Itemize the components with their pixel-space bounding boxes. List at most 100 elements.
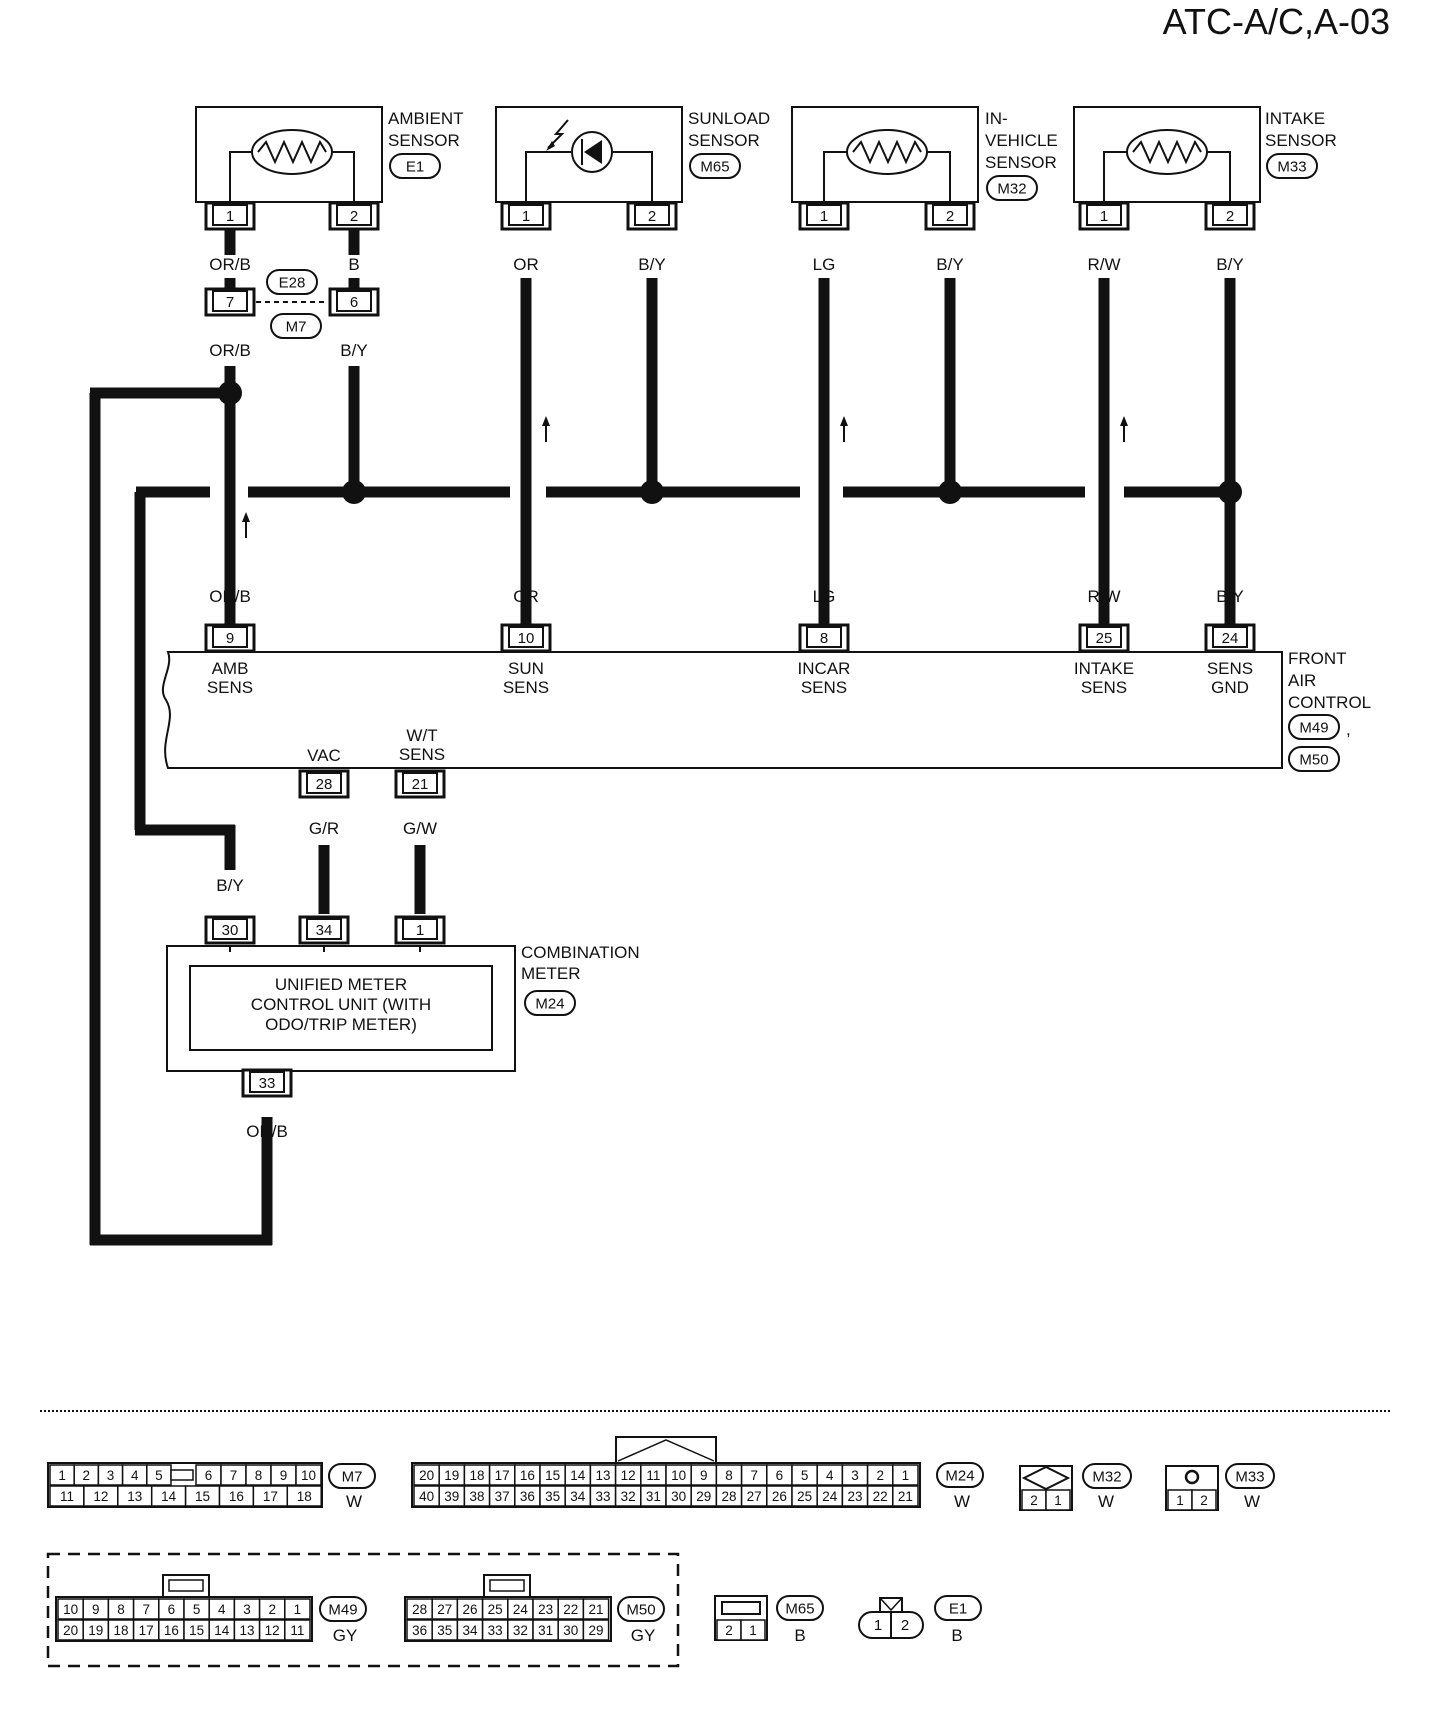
resistor-zigzag <box>1132 139 1202 165</box>
wire-color: OR/B <box>246 1122 288 1141</box>
cavity-number: 15 <box>545 1468 560 1483</box>
splice-dot-icon <box>342 480 366 504</box>
cavity-number: 1 <box>1176 1493 1184 1508</box>
pin-number: 30 <box>222 922 239 939</box>
terminal-pin <box>306 918 342 940</box>
cavity-number: 19 <box>444 1468 459 1483</box>
cavity-number: 7 <box>750 1468 758 1483</box>
connector-oval <box>270 313 322 339</box>
cavity-number: 1 <box>902 1468 910 1483</box>
connector-oval <box>1225 1463 1275 1489</box>
lead <box>1103 151 1131 205</box>
connector-oval <box>936 1462 984 1488</box>
cavity-number: 27 <box>437 1602 452 1617</box>
connector-oval <box>1082 1463 1132 1489</box>
meter-text: CONTROL UNIT (WITH <box>251 995 431 1014</box>
wire-color: B <box>348 255 359 274</box>
connector-id: M50 <box>626 1602 655 1619</box>
cavity-number: 22 <box>873 1489 888 1504</box>
terminal-pin <box>402 772 438 794</box>
wire-color: B/Y <box>216 876 243 895</box>
cavity-number: 25 <box>488 1602 503 1617</box>
latch-icon <box>168 1579 204 1592</box>
connector-id: M49 <box>1299 720 1328 737</box>
connector-oval <box>986 175 1038 201</box>
cavity <box>284 1619 311 1641</box>
cavity-number: 28 <box>412 1602 427 1617</box>
cavity-number: 7 <box>142 1602 150 1617</box>
key-icon <box>1184 1469 1200 1485</box>
cavity-number: 5 <box>801 1468 809 1483</box>
cavity-number: 11 <box>290 1623 304 1638</box>
pin-function: SENS <box>503 678 549 697</box>
diode-triangle <box>584 140 602 164</box>
pin-number: 1 <box>416 922 424 939</box>
wire-color: OR/B <box>209 587 251 606</box>
housing-color: GY <box>333 1626 358 1645</box>
arrow-up-icon <box>542 416 550 442</box>
cavity-number: 3 <box>851 1468 859 1483</box>
cavity-number: 27 <box>747 1489 762 1504</box>
unit-pin: 25 <box>1078 623 1130 653</box>
pin-number: 1 <box>1100 208 1108 225</box>
cavity-number: 24 <box>513 1602 529 1617</box>
cavity-number: 2 <box>725 1623 733 1638</box>
sensor-pin-2: 2 <box>1204 201 1256 231</box>
connector-id-M50: M50 <box>617 1596 665 1622</box>
terminal-pin <box>212 290 248 312</box>
cavity-number: 15 <box>195 1489 210 1504</box>
sensor-name: SENSOR <box>388 131 460 150</box>
cavity-number: 23 <box>847 1489 862 1504</box>
cavity-number: 40 <box>419 1489 434 1504</box>
cavity-number: 38 <box>469 1489 484 1504</box>
cavity-number: 36 <box>412 1623 427 1638</box>
cavity-number: 10 <box>671 1468 686 1483</box>
cavity-number: 22 <box>563 1602 578 1617</box>
connector-id: M32 <box>997 181 1026 198</box>
connector-id: M49 <box>328 1602 357 1619</box>
cavity-number: 20 <box>63 1623 78 1638</box>
photodiode-icon <box>525 119 653 205</box>
cavity-number: 13 <box>595 1468 610 1483</box>
pin-function: SUN <box>508 659 544 678</box>
cavity-number: 26 <box>772 1489 787 1504</box>
cavity <box>892 1485 919 1507</box>
sensor-name: IN- <box>985 109 1008 128</box>
pin-number: 1 <box>226 208 234 225</box>
lock-tab <box>615 1436 717 1464</box>
arrow-up-icon <box>840 416 848 442</box>
cavity-number: 11 <box>646 1468 660 1483</box>
connector-id: M65 <box>700 159 729 176</box>
cavity-number: 7 <box>230 1468 238 1483</box>
cavity-number: 8 <box>117 1602 125 1617</box>
cavity-number: 17 <box>495 1468 510 1483</box>
resistor-zigzag <box>852 139 922 165</box>
cavity-number: 6 <box>205 1468 213 1483</box>
cavity-number: 24 <box>822 1489 838 1504</box>
cavity-number: 35 <box>545 1489 560 1504</box>
connector-id: M33 <box>1277 159 1306 176</box>
cavity-number: 1 <box>294 1602 302 1617</box>
pin-function: GND <box>1211 678 1249 697</box>
page-title: ATC-A/C,A-03 <box>1163 1 1390 42</box>
terminal-pin <box>508 626 544 648</box>
cavity-number: 4 <box>826 1468 834 1483</box>
housing-color: B <box>951 1626 962 1645</box>
pin-number: 2 <box>1226 208 1234 225</box>
sensor-pin-1: 1 <box>798 201 850 231</box>
terminal-pin <box>212 626 248 648</box>
connector-id-E1: E1 <box>934 1595 982 1621</box>
connector-M65: M65 <box>689 153 741 179</box>
sensor-pin-1: 1 <box>1078 201 1130 231</box>
sensor-pin-2: 2 <box>328 201 380 231</box>
wire-color: OR <box>513 587 539 606</box>
meter-pin: 33 <box>241 1068 293 1098</box>
pin-number: 8 <box>820 630 828 647</box>
cavity-number: 14 <box>570 1468 586 1483</box>
terminal-pin <box>306 772 342 794</box>
